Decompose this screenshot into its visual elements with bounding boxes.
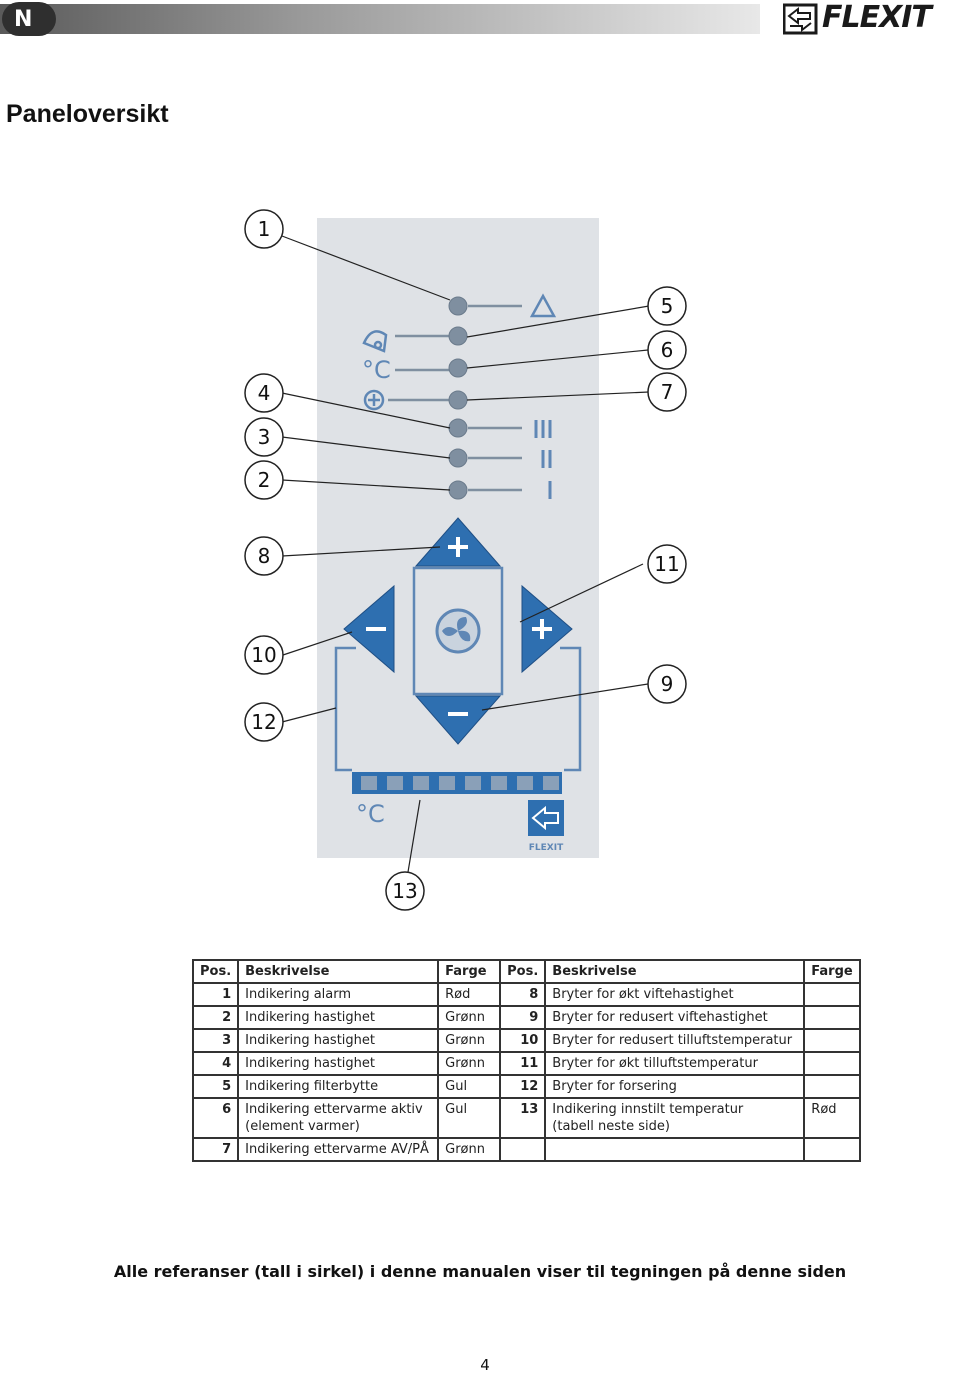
panel-temp-label: °C bbox=[356, 800, 385, 828]
leader-lines bbox=[281, 235, 650, 873]
callout-1 bbox=[244, 209, 284, 249]
temperature-symbol-icon: °C bbox=[362, 356, 391, 384]
header-desc-right: Beskrivelse bbox=[544, 959, 806, 984]
heater-plus-icon bbox=[363, 389, 385, 411]
callout-11 bbox=[647, 544, 687, 584]
callout-12-label: 12 bbox=[251, 710, 276, 734]
callout-4-label: 4 bbox=[258, 381, 271, 405]
header-pos-right: Pos. bbox=[499, 959, 547, 984]
fan-speed-up-button bbox=[414, 517, 502, 567]
callout-8 bbox=[244, 536, 284, 576]
fan-speed-down-button bbox=[414, 695, 502, 745]
alarm-bell-icon bbox=[362, 330, 388, 353]
position-table: Pos. Beskrivelse Farge Pos. Beskrivelse … bbox=[191, 959, 861, 1162]
fan-boost-icon bbox=[435, 608, 481, 654]
callout-2 bbox=[244, 460, 284, 500]
callout-1-label: 1 bbox=[258, 217, 271, 241]
callout-13-label: 13 bbox=[392, 879, 417, 903]
header-bar bbox=[0, 4, 760, 34]
temp-led bbox=[517, 776, 533, 790]
temp-led-bar bbox=[352, 772, 562, 794]
callout-9 bbox=[647, 664, 687, 704]
callout-9-label: 9 bbox=[661, 672, 674, 696]
callout-6-label: 6 bbox=[661, 338, 674, 362]
callout-13 bbox=[385, 871, 425, 911]
speed-2-icon bbox=[541, 450, 552, 468]
temp-led bbox=[491, 776, 507, 790]
callout-4 bbox=[244, 373, 284, 413]
flexit-logo-icon bbox=[783, 3, 818, 35]
led-alarm bbox=[448, 326, 468, 346]
header-pos-left: Pos. bbox=[191, 959, 240, 984]
callout-10-label: 10 bbox=[251, 643, 276, 667]
led-heater-on bbox=[448, 390, 468, 410]
callout-11-label: 11 bbox=[654, 552, 679, 576]
callout-10 bbox=[244, 635, 284, 675]
temp-led bbox=[543, 776, 559, 790]
header-desc-left: Beskrivelse bbox=[237, 959, 440, 984]
callout-12 bbox=[244, 702, 284, 742]
led-speed-1 bbox=[448, 480, 468, 500]
fan-frame bbox=[412, 566, 504, 696]
callout-5-label: 5 bbox=[661, 294, 674, 318]
footer-note: Alle referanser (tall i sirkel) i denne … bbox=[113, 1262, 847, 1281]
brand-name: FLEXIT bbox=[822, 0, 932, 35]
led-filter bbox=[448, 296, 468, 316]
page-title: Paneloversikt bbox=[6, 100, 169, 128]
temp-led bbox=[361, 776, 377, 790]
temp-down-button bbox=[343, 584, 395, 674]
panel-logo-icon: FLEXIT bbox=[528, 800, 564, 853]
panel-logo-text: FLEXIT bbox=[529, 843, 564, 853]
callout-7-label: 7 bbox=[661, 380, 674, 404]
callout-5 bbox=[647, 286, 687, 326]
table-header-row: Pos. Beskrivelse Farge Pos. Beskrivelse … bbox=[191, 959, 861, 984]
temp-led bbox=[465, 776, 481, 790]
temp-bracket-right bbox=[560, 646, 582, 772]
callout-8-label: 8 bbox=[258, 544, 271, 568]
led-speed-2 bbox=[448, 448, 468, 468]
led-lines bbox=[388, 304, 522, 492]
speed-3-icon bbox=[534, 420, 552, 438]
language-badge: N bbox=[2, 2, 56, 36]
header-color-right: Farge bbox=[803, 959, 861, 984]
led-heater-active bbox=[448, 358, 468, 378]
callout-3 bbox=[244, 417, 284, 457]
temp-led bbox=[387, 776, 403, 790]
callout-7 bbox=[647, 372, 687, 412]
table-row: 6 Indikering ettervarme aktiv(element va… bbox=[191, 1097, 861, 1139]
callout-6 bbox=[647, 330, 687, 370]
led-speed-3 bbox=[448, 418, 468, 438]
callout-3-label: 3 bbox=[258, 425, 271, 449]
filter-warning-icon bbox=[529, 293, 557, 318]
temp-led bbox=[413, 776, 429, 790]
page-number: 4 bbox=[480, 1356, 490, 1374]
temp-up-button bbox=[521, 584, 573, 674]
temp-led bbox=[439, 776, 455, 790]
callout-2-label: 2 bbox=[258, 468, 271, 492]
header-color-left: Farge bbox=[437, 959, 502, 984]
panel-diagram: °C bbox=[244, 209, 687, 911]
temp-bracket-left bbox=[334, 646, 356, 772]
